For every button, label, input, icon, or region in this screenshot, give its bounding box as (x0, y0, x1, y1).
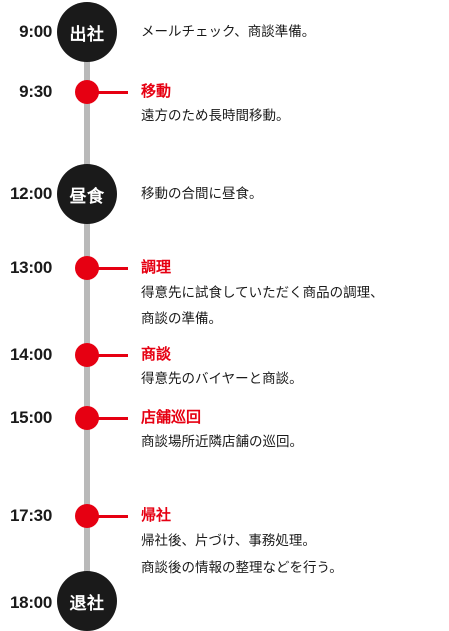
entry-description: 移動の合間に昼食。 (141, 186, 263, 202)
entry-description: メールチェック、商談準備。 (141, 24, 316, 40)
entry-time: 12:00 (10, 184, 52, 203)
entry-time: 14:00 (10, 345, 52, 364)
entry-description: 商談後の情報の整理などを行う。 (141, 560, 343, 576)
entry-title: 調理 (141, 258, 172, 276)
badge-circle: 昼食 (57, 164, 117, 224)
timeline-connector (98, 91, 128, 94)
badge-circle: 出社 (57, 2, 117, 62)
timeline-connector (98, 354, 128, 357)
entry-description: 得意先に試食していただく商品の調理、 (141, 285, 384, 301)
entry-time: 17:30 (10, 506, 52, 525)
entry-time: 9:00 (19, 22, 52, 41)
timeline-line (84, 20, 90, 610)
entry-time: 18:00 (10, 593, 52, 612)
timeline-dot (75, 256, 99, 280)
entry-description: 帰社後、片づけ、事務処理。 (141, 533, 316, 549)
entry-time: 9:30 (19, 82, 52, 101)
entry-title: 商談 (141, 345, 172, 363)
timeline-dot (75, 504, 99, 528)
entry-title: 帰社 (141, 506, 172, 524)
timeline-connector (98, 267, 128, 270)
entry-time: 13:00 (10, 258, 52, 277)
entry-title: 店舗巡回 (141, 408, 202, 426)
timeline-dot (75, 343, 99, 367)
entry-description: 得意先のバイヤーと商談。 (141, 371, 303, 387)
badge-circle: 退社 (57, 571, 117, 631)
entry-description: 遠方のため長時間移動。 (141, 108, 290, 124)
timeline-dot (75, 406, 99, 430)
entry-title: 移動 (141, 82, 172, 100)
entry-description: 商談場所近隣店舗の巡回。 (141, 434, 303, 450)
entry-time: 15:00 (10, 408, 52, 427)
entry-description: 商談の準備。 (141, 311, 222, 327)
timeline-connector (98, 515, 128, 518)
timeline-connector (98, 417, 128, 420)
timeline-dot (75, 80, 99, 104)
